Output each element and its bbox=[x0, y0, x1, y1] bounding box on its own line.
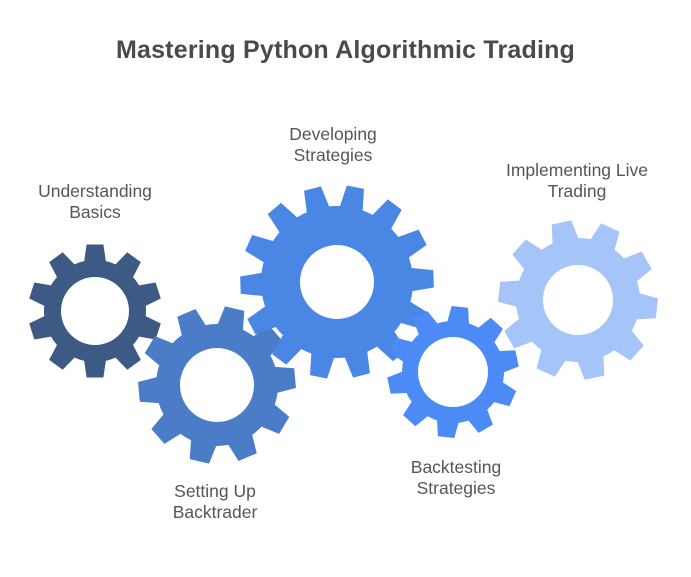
gear-implementing-live-trading bbox=[498, 220, 658, 380]
gear-developing-strategies bbox=[240, 185, 434, 379]
page-title: Mastering Python Algorithmic Trading bbox=[115, 36, 576, 64]
gear-setting-up-backtrader bbox=[138, 306, 296, 464]
gear-understanding-basics bbox=[29, 244, 161, 378]
label-setting-up-backtrader: Setting Up Backtrader bbox=[172, 481, 258, 522]
label-understanding-basics: Understanding Basics bbox=[38, 181, 152, 222]
gear-backtesting-strategies bbox=[387, 306, 519, 438]
label-backtesting-strategies: Backtesting Strategies bbox=[410, 457, 502, 498]
label-implementing-live-trading: Implementing Live Trading bbox=[505, 160, 649, 201]
label-developing-strategies: Developing Strategies bbox=[289, 124, 377, 165]
